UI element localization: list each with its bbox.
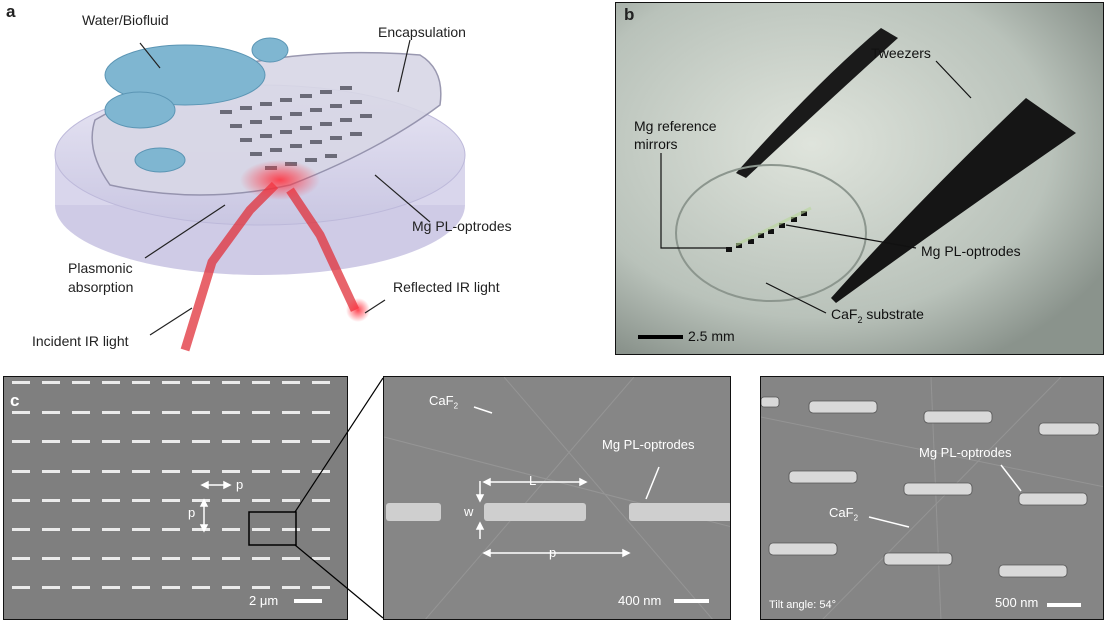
reflected-spot xyxy=(346,298,370,322)
label-mg-reference: Mg reference xyxy=(634,118,717,134)
label-mirrors: mirrors xyxy=(634,136,678,152)
label-mg-pl-optrodes-middle: Mg PL-optrodes xyxy=(602,437,695,452)
panel-c-middle-sem: CaF2 Mg PL-optrodes L w p 400 nm xyxy=(383,376,731,620)
label-w: w xyxy=(464,504,474,519)
label-tweezers: Tweezers xyxy=(871,45,931,61)
label-tilt-angle: Tilt angle: 54° xyxy=(769,599,836,611)
scale-bar-c-right xyxy=(1047,603,1081,607)
panel-c-left-sem: c p p 2 μm xyxy=(3,376,348,620)
hotspot-glow xyxy=(240,160,320,200)
panel-b-letter: b xyxy=(624,5,635,24)
scale-bar-b xyxy=(638,335,683,339)
label-mg-pl-optrodes-b: Mg PL-optrodes xyxy=(921,243,1021,259)
sem-zoom-middle xyxy=(384,377,730,619)
label-caf2-substrate: CaF2 substrate xyxy=(831,306,924,325)
label-caf2-middle: CaF2 xyxy=(429,393,459,411)
label-caf2-right: CaF2 xyxy=(829,505,859,523)
label-reflected-ir: Reflected IR light xyxy=(393,279,500,295)
tweezer-tip-upper xyxy=(736,28,898,178)
optrode-bar-right xyxy=(629,503,730,521)
optrode-bar-left xyxy=(386,503,441,521)
tilted-optrodes xyxy=(761,396,1100,578)
optrode-bar-center xyxy=(484,503,586,521)
panel-c-letter: c xyxy=(10,391,20,410)
label-mg-pl-optrodes: Mg PL-optrodes xyxy=(412,218,512,234)
label-water-biofluid: Water/Biofluid xyxy=(82,12,169,28)
reflected-beam xyxy=(286,187,360,312)
label-mg-pl-optrodes-right: Mg PL-optrodes xyxy=(919,445,1012,460)
scale-bar-c-left xyxy=(294,599,322,603)
label-L: L xyxy=(529,473,537,488)
water-droplets xyxy=(104,37,289,173)
label-encapsulation: Encapsulation xyxy=(378,24,466,40)
optrode-array xyxy=(220,86,372,170)
label-absorption: absorption xyxy=(68,279,134,295)
panel-b-photo: b Tweezers Mg reference mirrors Mg PL-op… xyxy=(615,2,1104,355)
label-plasmonic: Plasmonic xyxy=(68,260,133,276)
scale-label-c-mid: 400 nm xyxy=(618,593,662,608)
sem-array-left xyxy=(12,381,330,603)
device-illustration xyxy=(54,37,466,352)
label-p-vertical: p xyxy=(188,505,196,520)
scale-label-b: 2.5 mm xyxy=(688,328,735,344)
scale-label-c-right: 500 nm xyxy=(995,595,1039,610)
label-p-horizontal: p xyxy=(236,477,244,492)
zoom-box xyxy=(248,511,297,546)
caf2-disk xyxy=(675,164,867,302)
label-p-middle: p xyxy=(549,545,557,560)
sem-tilted-right xyxy=(761,377,1103,619)
panel-a: a xyxy=(0,0,600,360)
label-incident-ir: Incident IR light xyxy=(32,333,129,349)
scale-label-c-left: 2 μm xyxy=(249,593,279,608)
panel-c-right-sem: Mg PL-optrodes CaF2 Tilt angle: 54° 500 … xyxy=(760,376,1104,620)
scale-bar-c-mid xyxy=(674,599,709,603)
optrode-strip xyxy=(726,211,807,252)
tweezers-photo-illustration xyxy=(616,3,1103,354)
tweezer-tip-lower xyxy=(831,98,1076,303)
optrode-grid xyxy=(12,381,330,589)
panel-a-letter: a xyxy=(6,2,16,21)
